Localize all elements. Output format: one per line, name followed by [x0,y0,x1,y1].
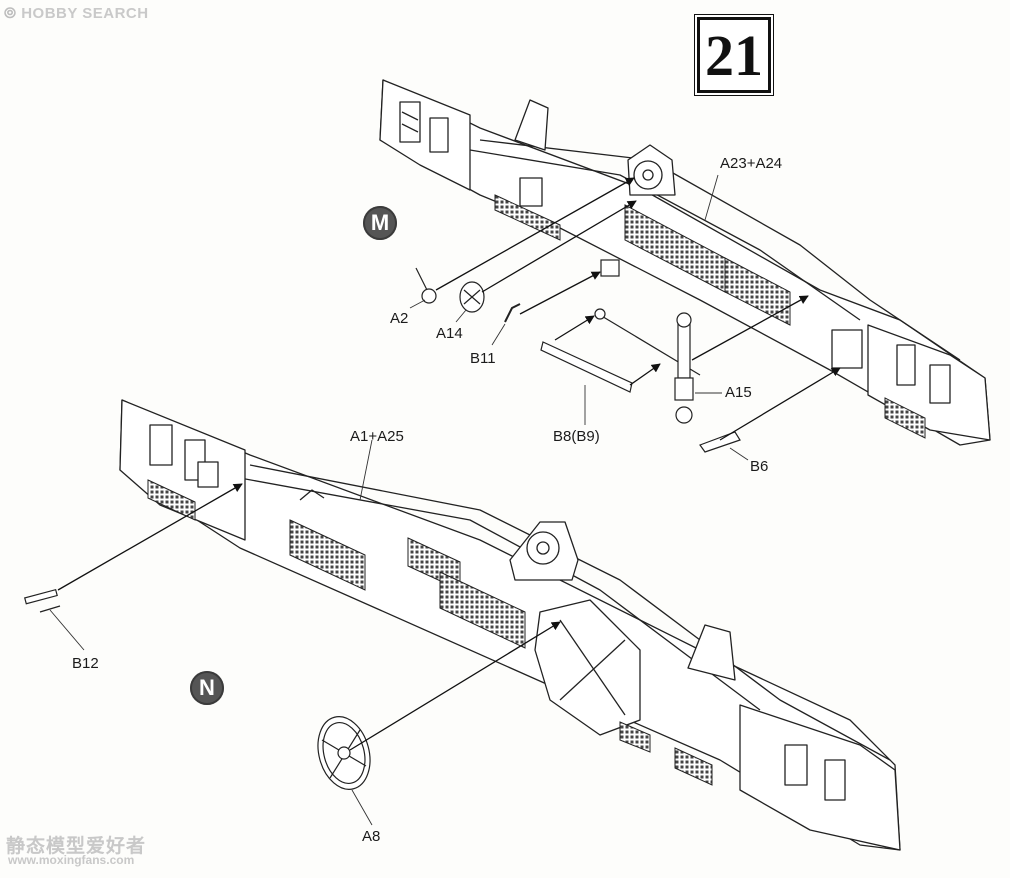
lower-arrows [57,483,561,751]
lower-grill-panels [147,479,713,786]
brand-name: HOBBY SEARCH [21,5,149,22]
sub-step-m-badge: M [363,206,397,240]
label-a8: A8 [362,828,381,845]
watermark-text: 静态模型爱好者 [6,836,147,857]
label-b8-b9: B8(B9) [553,428,600,445]
label-a15: A15 [725,384,752,401]
label-a14: A14 [436,325,463,342]
brand-logo: ⦾ HOBBY SEARCH [4,5,149,22]
label-b12: B12 [72,655,99,672]
step-number-badge: 21 [697,17,771,93]
upper-arrows [435,177,841,441]
watermark-url: www.moxingfans.com [8,853,135,867]
lower-callouts [49,439,373,826]
loose-parts-upper [415,259,741,453]
label-b6: B6 [750,458,769,475]
loose-parts-lower [23,588,371,790]
brand-logo-icon: ⦾ [4,5,17,22]
label-a2: A2 [390,310,409,327]
sub-step-n-badge: N [190,671,224,705]
label-a23-a24: A23+A24 [720,155,783,172]
label-b11: B11 [470,350,496,367]
label-a1-a25: A1+A25 [350,428,404,445]
upper-callouts [409,174,749,461]
